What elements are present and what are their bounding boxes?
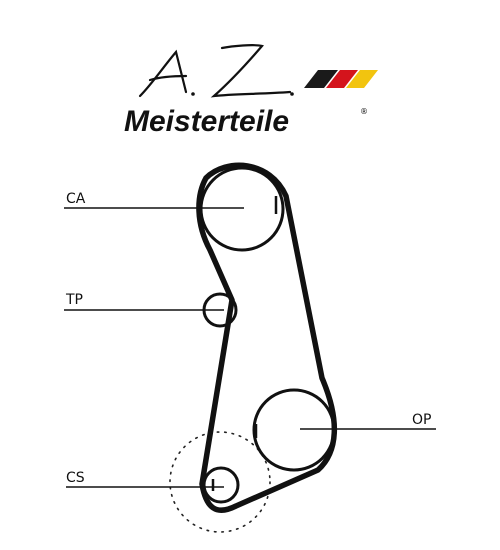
signature-mark xyxy=(138,44,294,98)
flag-stripe-black xyxy=(304,70,338,88)
label-tp: TP xyxy=(65,292,83,308)
crankshaft-pulley xyxy=(202,466,240,504)
brand-logo: Meisterteile ® xyxy=(124,44,378,138)
label-ca: CA xyxy=(66,191,86,207)
brand-name: Meisterteile xyxy=(124,105,289,138)
label-cs: CS xyxy=(66,470,85,486)
leader-lines xyxy=(64,207,436,488)
flag-stripe-red xyxy=(326,70,358,88)
timing-belt xyxy=(196,162,338,513)
camshaft-pulley xyxy=(199,166,285,252)
flag-stripes xyxy=(304,70,378,88)
flag-stripe-gold xyxy=(346,70,378,88)
registered-mark: ® xyxy=(360,107,368,116)
crankshaft-highlight-circle xyxy=(169,431,271,533)
label-op: OP xyxy=(412,412,431,428)
oil-pump-pulley xyxy=(252,388,336,472)
